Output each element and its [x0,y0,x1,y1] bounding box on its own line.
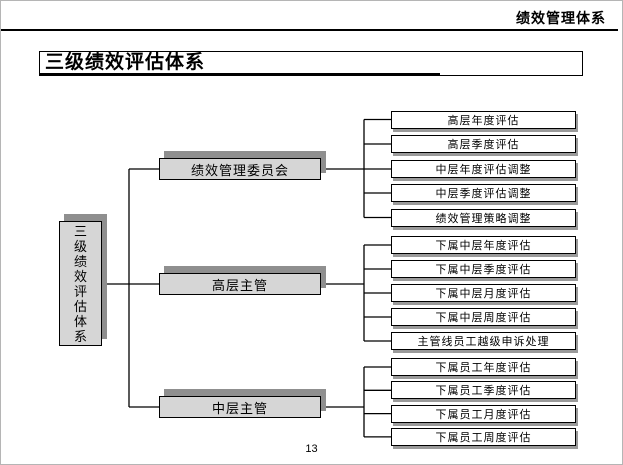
leaf-node: 主管线员工越级申诉处理 [391,332,576,350]
root-node-label: 三级绩效评估体系 [73,223,87,344]
leaf-node: 下属中层周度评估 [391,308,576,326]
parent-node-senior-manager: 高层主管 [159,273,321,295]
leaf-node: 高层年度评估 [391,110,576,129]
root-node: 三级绩效评估体系 [59,221,102,346]
leaf-node: 高层季度评估 [391,135,576,153]
leaf-node: 下属中层月度评估 [391,284,576,302]
leaf-node: 下属中层年度评估 [391,236,576,254]
leaf-node: 下属员工月度评估 [391,404,576,423]
slide-title: 三级绩效评估体系 [40,52,440,76]
leaf-node: 下属中层季度评估 [391,260,576,278]
header-divider [1,29,618,31]
slide-title-box: 三级绩效评估体系 [39,51,583,76]
header-label: 绩效管理体系 [516,10,606,26]
leaf-node: 中层季度评估调整 [391,184,576,202]
leaf-node: 中层年度评估调整 [391,160,576,178]
leaf-node: 下属员工周度评估 [391,427,576,446]
leaf-node: 下属员工年度评估 [391,358,576,376]
leaf-node: 绩效管理策略调整 [391,208,576,227]
parent-node-performance-committee: 绩效管理委员会 [159,158,321,180]
leaf-node: 下属员工季度评估 [391,381,576,400]
page-number: 13 [305,443,318,455]
parent-node-middle-manager: 中层主管 [159,396,321,418]
